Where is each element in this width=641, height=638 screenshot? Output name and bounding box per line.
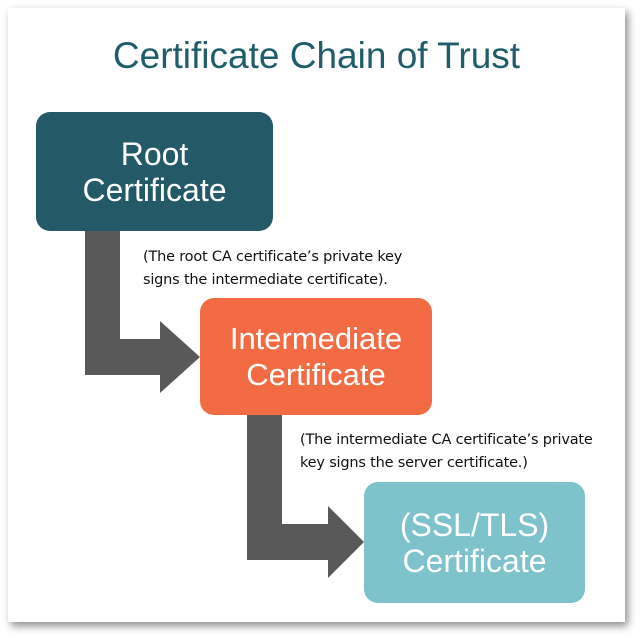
root-signing-note: (The root CA certificate’s private key s… bbox=[143, 246, 402, 292]
root-node-line2: Certificate bbox=[82, 171, 227, 208]
intermediate-signing-note: (The intermediate CA certificate’s priva… bbox=[300, 429, 593, 475]
ssl-node-line1: (SSL/TLS) bbox=[399, 506, 550, 543]
root-note-line2: signs the intermediate certificate). bbox=[143, 272, 388, 288]
ssl-tls-certificate-node: (SSL/TLS) Certificate bbox=[364, 482, 585, 603]
root-node-line1: Root bbox=[120, 135, 189, 172]
intermediate-node-line2: Certificate bbox=[246, 356, 386, 392]
ssl-node-line2: Certificate bbox=[402, 542, 547, 579]
chain-arrows bbox=[85, 231, 364, 578]
intermediate-certificate-node: Intermediate Certificate bbox=[200, 298, 432, 415]
diagram-frame: Certificate Chain of Trust Root Certific… bbox=[8, 8, 625, 622]
intermediate-note-line1: (The intermediate CA certificate’s priva… bbox=[300, 432, 593, 448]
root-note-line1: (The root CA certificate’s private key bbox=[143, 249, 403, 265]
arrow-root-to-intermediate bbox=[85, 231, 200, 393]
intermediate-note-line2: key signs the server certificate.) bbox=[300, 455, 528, 471]
root-certificate-node: Root Certificate bbox=[36, 112, 273, 231]
diagram-title: Certificate Chain of Trust bbox=[112, 35, 521, 76]
arrow-intermediate-to-ssl bbox=[247, 415, 364, 578]
intermediate-node-line1: Intermediate bbox=[229, 320, 403, 356]
